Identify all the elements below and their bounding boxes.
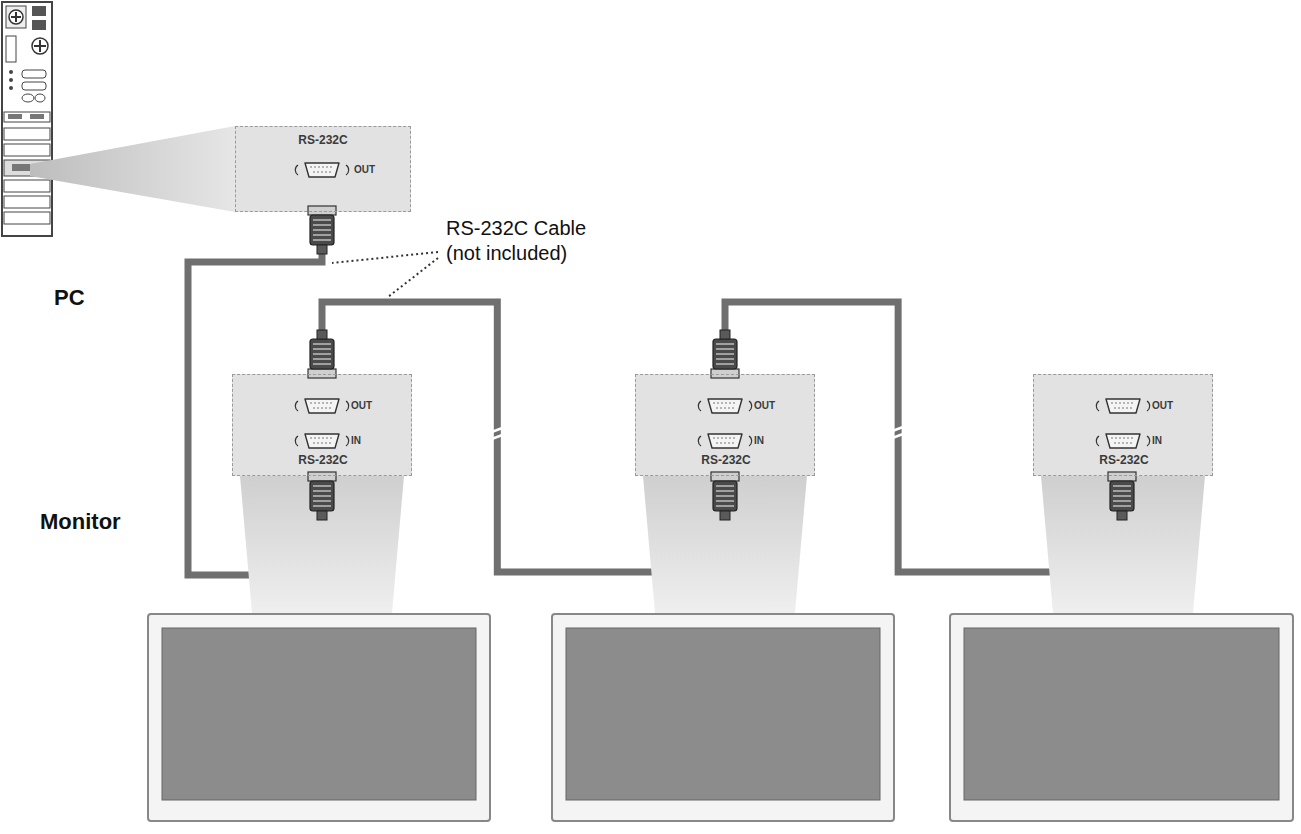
- leader-line: [332, 252, 438, 263]
- db9-socket: [1096, 399, 1149, 413]
- panel-ground: [635, 374, 815, 476]
- db9-socket: [1096, 434, 1149, 448]
- port-label: IN: [1152, 435, 1162, 446]
- db9-socket: [295, 434, 348, 448]
- panel-title: RS-232C: [1099, 453, 1148, 467]
- port-label: OUT: [754, 400, 775, 411]
- db9-socket: [295, 163, 348, 177]
- db9-socket: [698, 434, 751, 448]
- monitor: [552, 614, 894, 821]
- port-label: OUT: [354, 164, 375, 175]
- break-mark: [489, 427, 505, 440]
- port-label: OUT: [1152, 400, 1173, 411]
- panel-ground: [1033, 374, 1213, 476]
- callout-cone: [30, 126, 235, 212]
- device-label: Monitor: [40, 508, 150, 536]
- port-label: IN: [754, 435, 764, 446]
- cable-plug: [711, 472, 739, 520]
- port-label: OUT: [351, 400, 372, 411]
- rs232c-panel: RS-232C OUT: [235, 126, 411, 212]
- rs232c-panel: OUT IN RS-232C: [1033, 374, 1213, 476]
- port-label: IN: [351, 435, 361, 446]
- cable-plug: [308, 330, 336, 378]
- cable-plug: [308, 206, 336, 254]
- cable-plug: [711, 330, 739, 378]
- monitor: [950, 614, 1293, 821]
- panel-title: RS-232C: [298, 453, 347, 467]
- db9-socket: [698, 399, 751, 413]
- pc-tower: [2, 2, 52, 236]
- device-label: PC: [54, 284, 114, 312]
- cable-plug: [1108, 472, 1136, 520]
- rs232c-panel: OUT IN RS-232C: [232, 374, 412, 476]
- break-mark: [887, 427, 903, 440]
- rs232c-panel: OUT IN RS-232C: [635, 374, 815, 476]
- panel-title: RS-232C: [701, 453, 750, 467]
- leader-line: [388, 258, 438, 297]
- panel-ground: [232, 374, 412, 476]
- cable-plug: [308, 472, 336, 520]
- panel-ground: [235, 126, 411, 212]
- panel-title: RS-232C: [298, 133, 347, 147]
- monitor: [148, 614, 490, 821]
- db9-socket: [295, 399, 348, 413]
- cable-note: RS-232C Cable (not included): [446, 216, 606, 266]
